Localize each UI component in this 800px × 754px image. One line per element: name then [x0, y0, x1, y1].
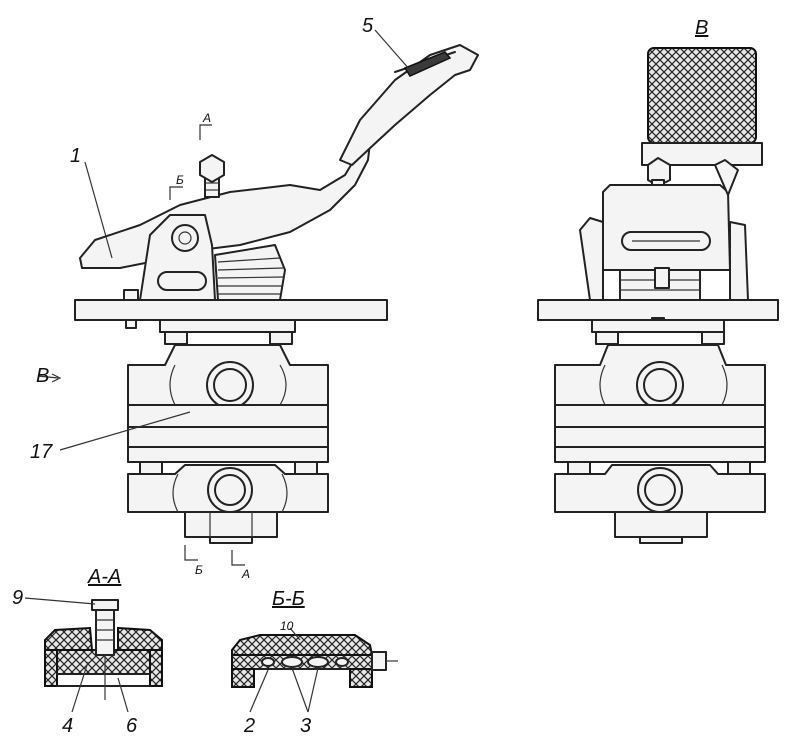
- label-part-17: 17: [30, 441, 53, 463]
- pedal-arm: [79, 124, 373, 269]
- label-cut-a-bottom: А: [241, 567, 250, 581]
- pedal-pad: [339, 44, 479, 166]
- rubber-boot: [214, 244, 286, 301]
- label-cut-b-bottom: Б: [195, 563, 203, 577]
- label-part-1: 1: [70, 145, 81, 167]
- label-part-10: 10: [280, 619, 294, 633]
- view-b: [537, 47, 779, 544]
- section-markers: [169, 124, 245, 566]
- label-cut-b-top: Б: [176, 173, 184, 187]
- label-part-4: 4: [62, 715, 73, 737]
- pedal-pad-top: [647, 47, 757, 144]
- label-part-6: 6: [126, 715, 138, 737]
- label-arrow-b: В: [36, 365, 49, 387]
- label-part-9: 9: [12, 587, 23, 609]
- title-section-bb: Б-Б: [272, 588, 305, 610]
- adjusting-screw: [199, 154, 225, 198]
- label-part-3: 3: [300, 715, 311, 737]
- label-part-5: 5: [362, 15, 374, 37]
- base-plate: [74, 299, 388, 321]
- section-aa: [24, 597, 163, 713]
- title-section-aa: А-А: [87, 566, 121, 588]
- title-view-b: В: [695, 17, 708, 39]
- label-part-2: 2: [243, 715, 255, 737]
- front-view: [74, 44, 479, 544]
- leader-lines: [37, 29, 411, 451]
- section-bb: [231, 627, 398, 713]
- label-cut-a-top: А: [202, 111, 211, 125]
- body-17: [127, 404, 329, 428]
